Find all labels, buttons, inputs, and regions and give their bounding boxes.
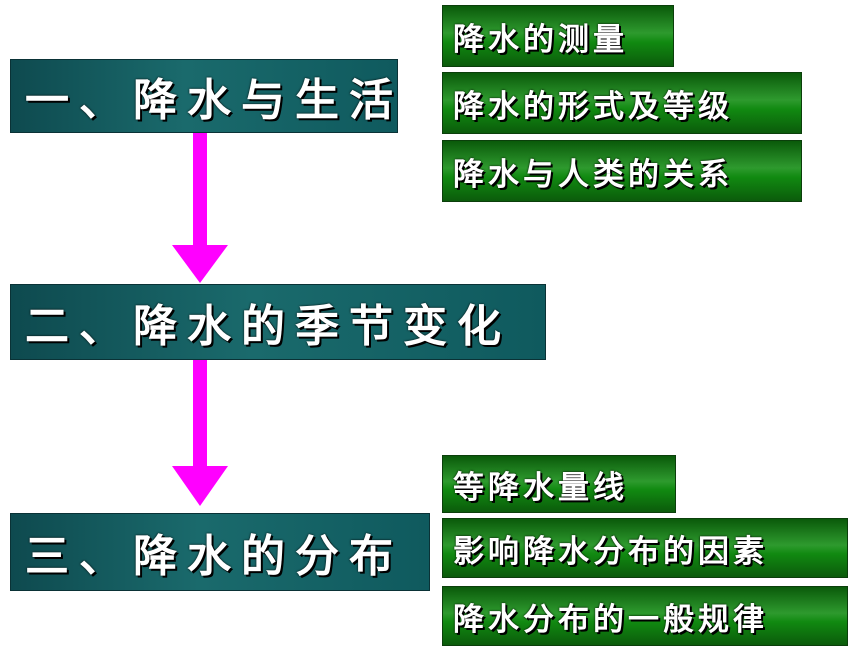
subtopic-isohyet: 等降水量线 [442, 455, 676, 513]
subtopic-label: 等降水量线 [453, 469, 628, 506]
subtopic-label: 降水的形式及等级 [453, 88, 733, 125]
subtopic-label: 降水分布的一般规律 [453, 601, 768, 638]
subtopic-distribution-factors: 影响降水分布的因素 [442, 518, 848, 578]
subtopic-label: 降水与人类的关系 [453, 156, 733, 193]
subtopic-distribution-rules: 降水分布的一般规律 [442, 586, 848, 646]
subtopic-precipitation-measurement: 降水的测量 [442, 5, 674, 67]
section-2-box: 二、降水的季节变化 [10, 284, 546, 360]
section-3-box: 三、降水的分布 [10, 513, 430, 591]
section-2-label: 二、降水的季节变化 [25, 301, 511, 352]
subtopic-precipitation-human-relation: 降水与人类的关系 [442, 140, 802, 202]
section-3-label: 三、降水的分布 [25, 531, 403, 582]
down-arrow-1 [172, 133, 228, 283]
subtopic-label: 降水的测量 [453, 21, 628, 58]
section-1-box: 一、降水与生活 [10, 59, 398, 133]
subtopic-label: 影响降水分布的因素 [453, 533, 768, 570]
down-arrow-2 [172, 360, 228, 506]
section-1-label: 一、降水与生活 [25, 75, 403, 126]
subtopic-precipitation-forms-levels: 降水的形式及等级 [442, 72, 802, 134]
